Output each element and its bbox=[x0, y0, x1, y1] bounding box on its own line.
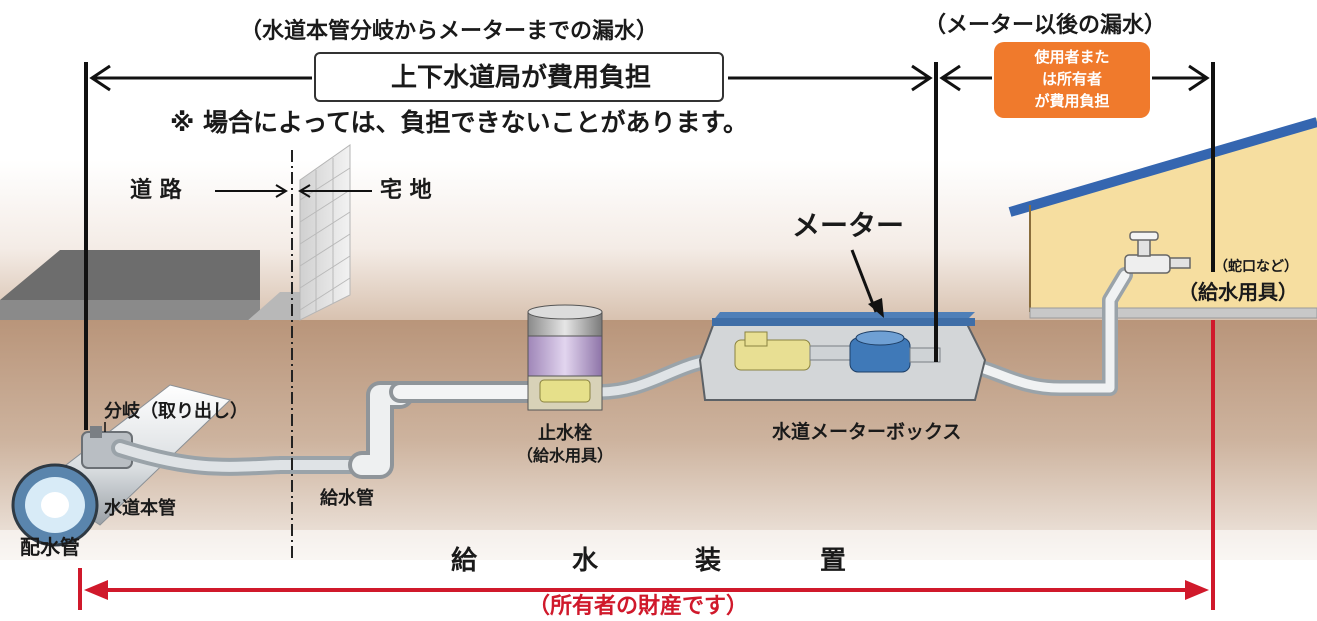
owner-property-label: （所有者の財産です） bbox=[527, 594, 749, 619]
stop-valve-graphic bbox=[527, 304, 603, 411]
title-char-4: 置 bbox=[819, 546, 847, 576]
bureau-cost-box: 上下水道局が費用負担 bbox=[314, 52, 724, 102]
user-cost-line3: が費用負担 bbox=[1034, 92, 1110, 110]
service-pipe bbox=[111, 267, 1133, 479]
meter-pointer-arrow bbox=[850, 249, 884, 318]
title-char-3: 装 bbox=[694, 546, 722, 576]
user-cost-arrow bbox=[939, 64, 1210, 92]
meter-box-label: 水道メーターボックス bbox=[772, 421, 962, 443]
block-wall bbox=[299, 144, 351, 321]
branch-label: 分岐（取り出し） bbox=[104, 401, 248, 422]
user-cost-badge: 使用者また は所有者 が費用負担 bbox=[994, 42, 1150, 118]
bureau-cost-arrow bbox=[89, 64, 933, 92]
bureau-cost-label: 上下水道局が費用負担 bbox=[390, 63, 652, 93]
title-char-1: 給 bbox=[450, 546, 478, 576]
title-char-2: 水 bbox=[571, 546, 599, 576]
residence-label: 宅 地 bbox=[380, 178, 432, 203]
soil bbox=[0, 320, 1317, 560]
user-cost-line2: は所有者 bbox=[1041, 70, 1103, 88]
service-pipe-label: 給水管 bbox=[320, 488, 374, 509]
water-main-label: 水道本管 bbox=[104, 498, 176, 519]
stop-valve-note: （給水用具） bbox=[516, 446, 614, 465]
faucet-label: （給水用具） bbox=[1178, 280, 1298, 304]
left-leak-label: （水道本管分岐からメーターまでの漏水） bbox=[240, 19, 659, 44]
notice-text: ※ 場合によっては、負担できないことがあります。 bbox=[170, 108, 749, 137]
meter-label: メーター bbox=[792, 209, 905, 242]
distribution-pipe-label: 配水管 bbox=[20, 535, 80, 559]
user-cost-line1: 使用者また bbox=[1034, 48, 1110, 66]
faucet-note: （蛇口など） bbox=[1214, 259, 1298, 275]
stop-valve-label: 止水栓 bbox=[538, 423, 592, 444]
right-leak-label: （メーター以後の漏水） bbox=[924, 13, 1167, 38]
faucet-graphic bbox=[1124, 231, 1191, 274]
owner-property-arrow bbox=[84, 580, 1209, 600]
road-surface bbox=[0, 250, 260, 300]
road-label: 道 路 bbox=[130, 178, 182, 203]
meter-box-graphic bbox=[698, 312, 987, 401]
house bbox=[1008, 117, 1317, 319]
